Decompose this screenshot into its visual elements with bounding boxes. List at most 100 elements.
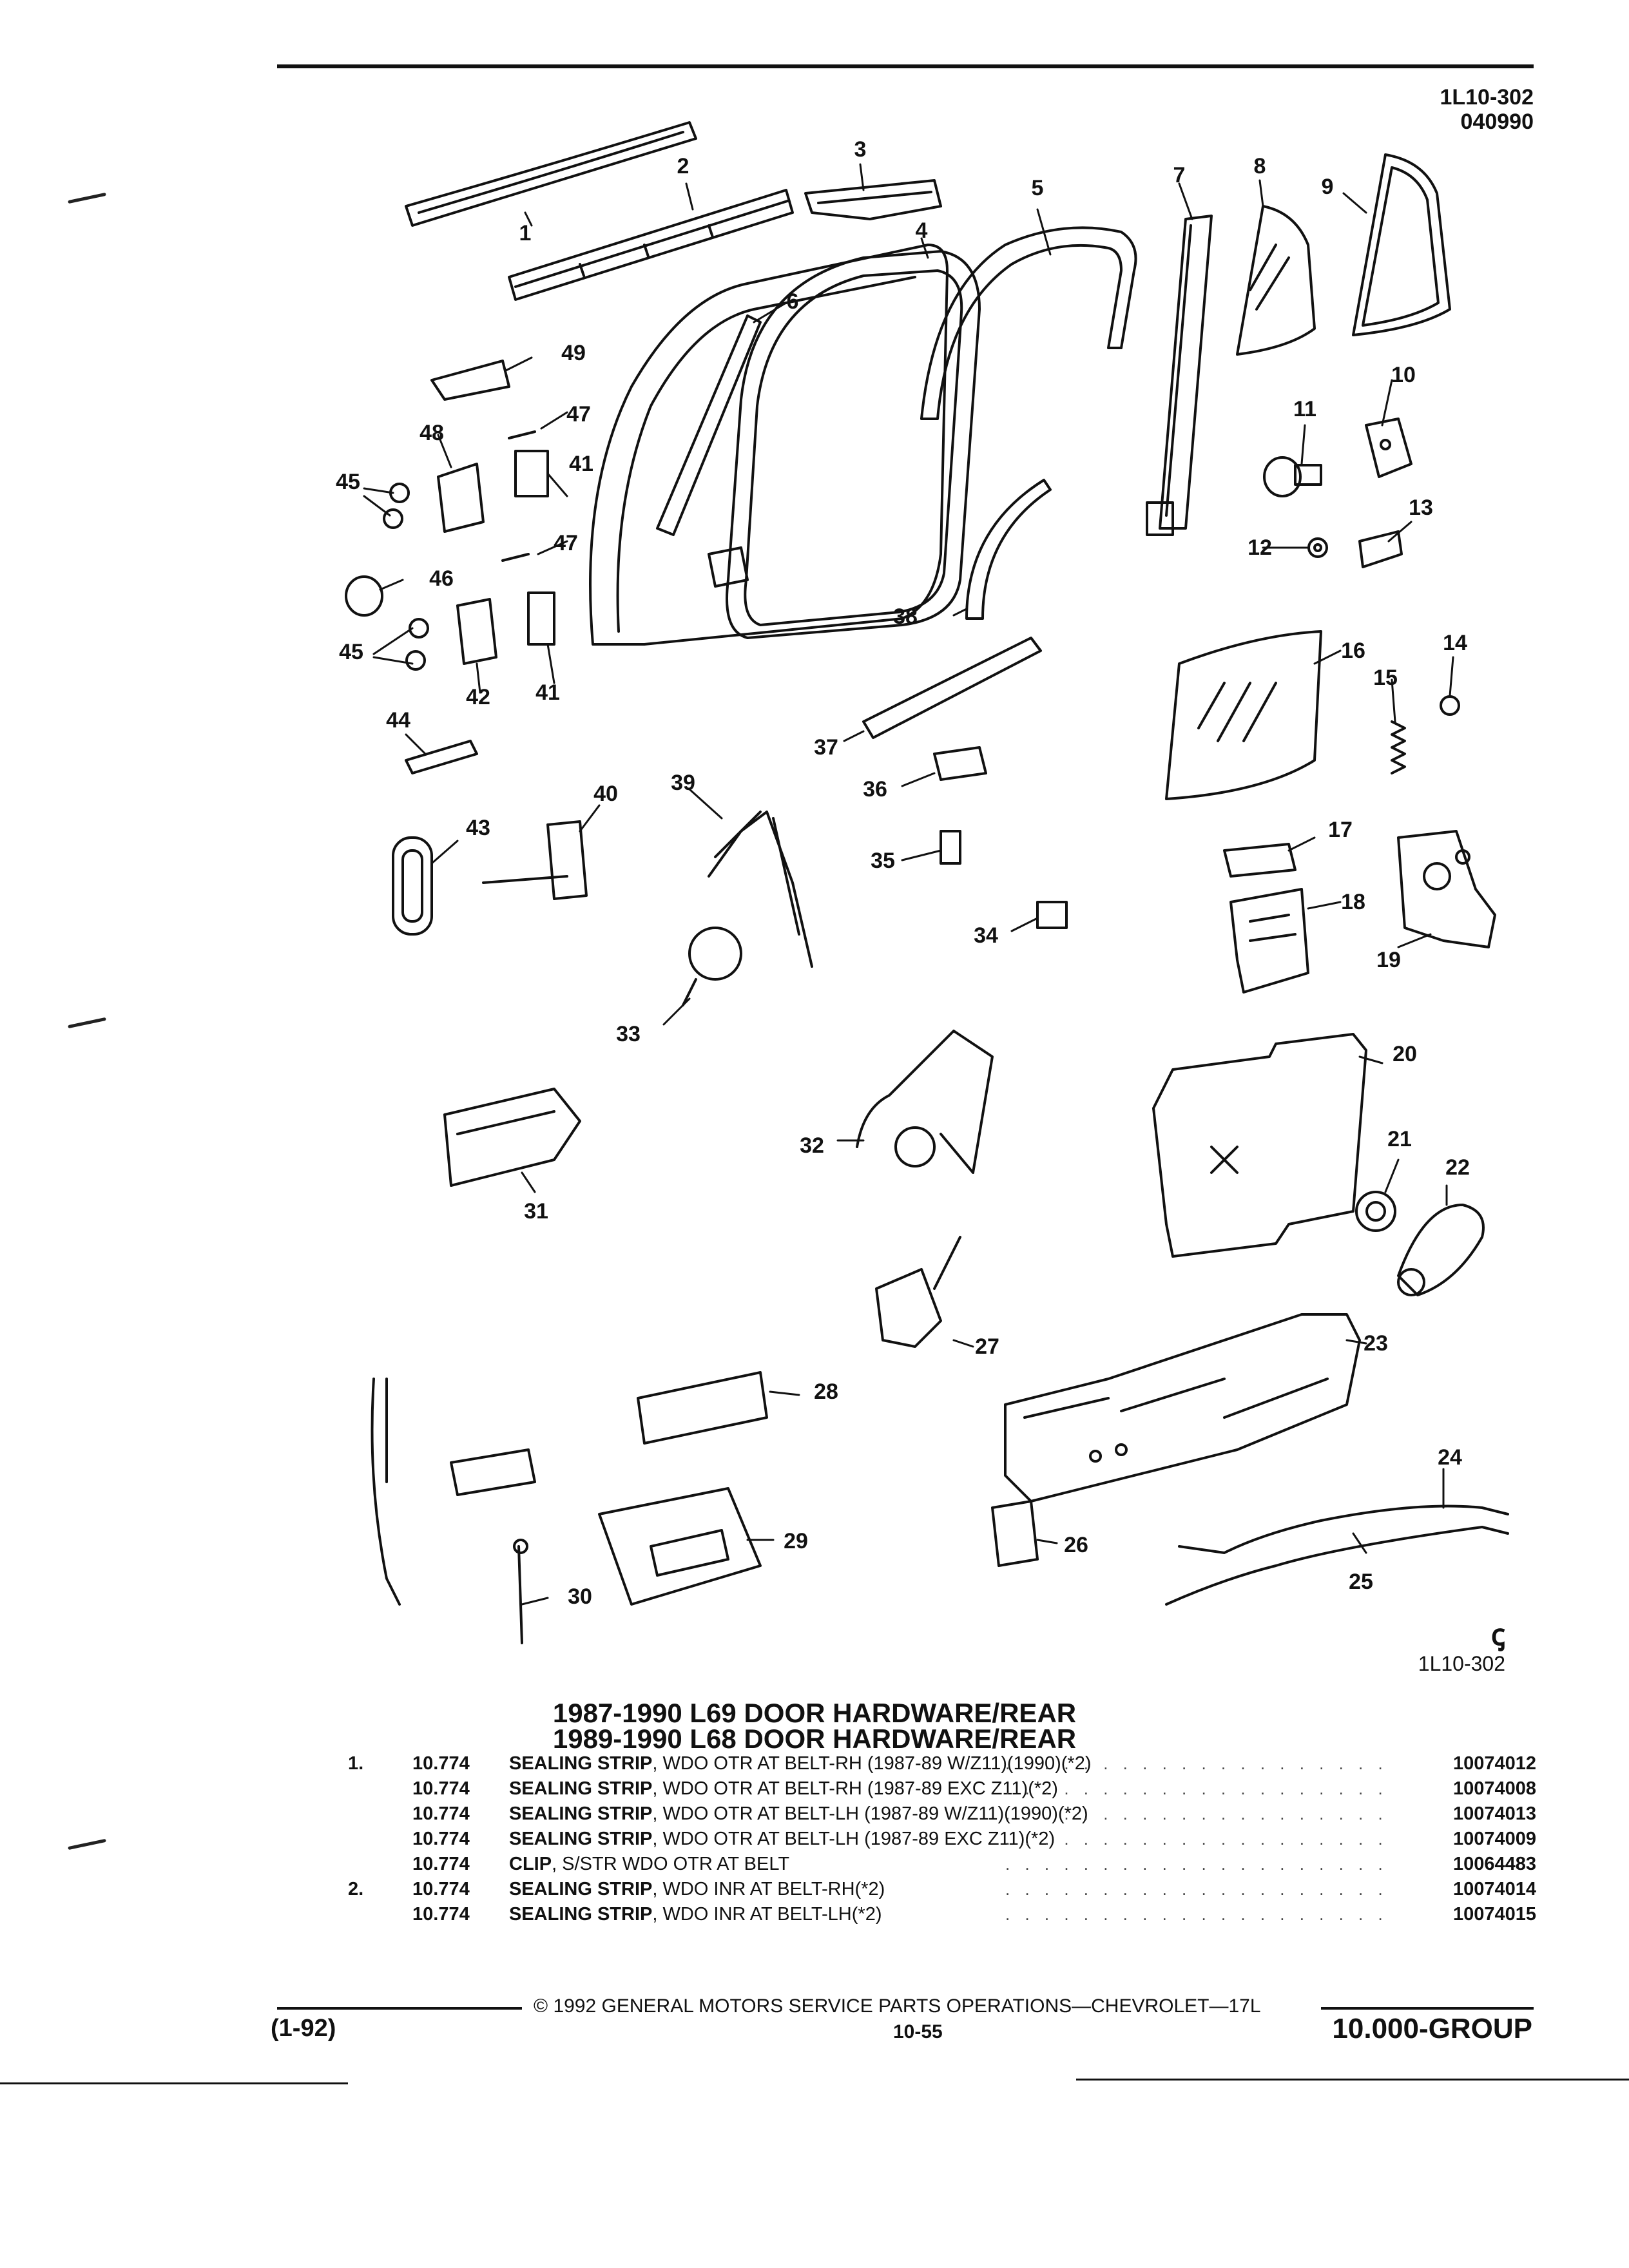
part-17-pad xyxy=(1223,843,1296,878)
callout-41a: 41 xyxy=(569,452,593,476)
part-27-lock-actuator xyxy=(875,1236,961,1348)
callout-36: 36 xyxy=(863,777,887,802)
callout-17: 17 xyxy=(1328,818,1353,842)
group-ref: 10.774 xyxy=(412,1803,470,1824)
callout-8: 8 xyxy=(1253,154,1266,178)
part-desc: , WDO INR AT BELT-RH(*2) xyxy=(652,1879,885,1899)
part-40-check xyxy=(482,820,588,900)
part-4-door-weatherstrip xyxy=(726,250,981,639)
part-41-hinge-upper xyxy=(514,450,549,497)
part-3-trim-strip xyxy=(804,179,942,220)
callout-45b: 45 xyxy=(339,640,363,664)
callout-42: 42 xyxy=(466,685,490,709)
callout-22: 22 xyxy=(1445,1155,1470,1180)
callout-7: 7 xyxy=(1173,163,1186,187)
part-2-sealing-strip-inner xyxy=(508,189,794,301)
leader-lines xyxy=(363,163,1454,1606)
group-ref: 10.774 xyxy=(412,1854,470,1874)
part-36-clip xyxy=(933,746,987,781)
part-6-channel xyxy=(656,314,762,536)
callout-35: 35 xyxy=(871,849,895,873)
parts-row: 10.774 SEALING STRIP, WDO OTR AT BELT-LH… xyxy=(335,1827,1547,1852)
callout-39: 39 xyxy=(671,771,695,795)
door-shell xyxy=(589,244,949,646)
part-number: 10074013 xyxy=(1452,1803,1536,1824)
section-title-1: 1987-1990 L69 DOOR HARDWARE/REAR xyxy=(552,1698,1077,1728)
part-14-clip xyxy=(1440,695,1460,716)
gm-logo-icon: ꞔ xyxy=(1490,1618,1505,1651)
callout-2: 2 xyxy=(677,154,689,178)
callout-44: 44 xyxy=(386,708,410,733)
callout-5: 5 xyxy=(1031,176,1044,200)
footer-rule-left xyxy=(277,2007,522,2010)
top-rule xyxy=(277,64,1534,68)
callout-24: 24 xyxy=(1438,1445,1462,1470)
part-23-trim-panel xyxy=(1004,1313,1361,1503)
callout-38: 38 xyxy=(893,604,918,629)
item-number: 1. xyxy=(348,1753,364,1774)
bottom-scan-line-left xyxy=(0,2082,348,2084)
callout-43: 43 xyxy=(466,816,490,840)
callout-1: 1 xyxy=(519,221,532,245)
part-12-nut xyxy=(1307,537,1328,558)
section-title-2: 1989-1990 L68 DOOR HARDWARE/REAR xyxy=(552,1724,1077,1754)
part-33-power-regulator xyxy=(682,811,813,1006)
part-name: SEALING STRIP xyxy=(509,1803,653,1824)
part-39-regulator-rail xyxy=(714,811,800,936)
part-41-hinge-lower xyxy=(527,591,555,646)
callout-4: 4 xyxy=(915,218,928,243)
callout-23: 23 xyxy=(1364,1331,1388,1356)
part-31-inner-handle xyxy=(443,1088,581,1187)
parts-row: 10.774 SEALING STRIP, WDO INR AT BELT-LH… xyxy=(335,1902,1547,1927)
callout-21: 21 xyxy=(1387,1127,1412,1151)
parts-list: 1. 10.774 SEALING STRIP, WDO OTR AT BELT… xyxy=(335,1751,1547,1927)
callout-46: 46 xyxy=(429,566,454,591)
part-11-bumper xyxy=(1263,456,1322,497)
part-desc: , WDO INR AT BELT-LH(*2) xyxy=(652,1904,882,1925)
part-46-plug xyxy=(345,575,383,617)
part-34-clip xyxy=(1036,901,1068,929)
part-1-sealing-strip-outer xyxy=(405,121,697,227)
part-5-weatherstrip xyxy=(920,226,1137,420)
part-desc: , WDO OTR AT BELT-RH (1987-89 W/Z11)(199… xyxy=(652,1753,1092,1774)
callout-47b: 47 xyxy=(554,531,578,555)
revision-date: (1-92) xyxy=(271,2015,336,2042)
callout-29: 29 xyxy=(784,1529,808,1553)
callout-47a: 47 xyxy=(566,402,591,427)
part-28-bracket xyxy=(637,1371,768,1445)
part-7-run-channel xyxy=(1146,215,1213,536)
part-44-pin xyxy=(405,740,478,774)
quarter-panel xyxy=(371,1378,536,1606)
part-name: SEALING STRIP xyxy=(509,1879,653,1899)
part-desc: , WDO OTR AT BELT-LH (1987-89 EXC Z11)(*… xyxy=(652,1829,1055,1849)
callout-28: 28 xyxy=(814,1379,838,1404)
part-16-door-glass xyxy=(1165,630,1322,800)
part-38-seal xyxy=(965,479,1052,620)
callout-33: 33 xyxy=(616,1022,641,1046)
part-name: SEALING STRIP xyxy=(509,1753,653,1774)
page-number: 10-55 xyxy=(893,2021,943,2042)
callout-27: 27 xyxy=(975,1334,999,1359)
callout-11: 11 xyxy=(1293,397,1316,421)
figure-code-top: 1L10-302 xyxy=(1440,85,1534,110)
part-49-bracket xyxy=(430,360,510,401)
part-number: 10074008 xyxy=(1452,1778,1536,1799)
part-32-regulator xyxy=(856,1030,994,1174)
callout-37: 37 xyxy=(814,735,838,760)
part-9-glass-frame xyxy=(1352,153,1451,336)
callout-16: 16 xyxy=(1341,639,1365,663)
part-26-clip xyxy=(991,1500,1039,1567)
group-ref: 10.774 xyxy=(412,1904,470,1925)
part-48-hinge xyxy=(437,463,485,533)
part-35-clip xyxy=(940,830,961,865)
callout-14: 14 xyxy=(1443,631,1467,655)
part-desc: , S/STR WDO OTR AT BELT xyxy=(552,1854,790,1874)
part-18-latch-plate xyxy=(1229,888,1309,994)
callout-3: 3 xyxy=(854,137,867,162)
item-number: 2. xyxy=(348,1879,364,1899)
part-name: SEALING STRIP xyxy=(509,1778,653,1799)
part-number: 10064483 xyxy=(1452,1854,1536,1874)
part-15-spring xyxy=(1391,720,1406,774)
callout-49: 49 xyxy=(561,341,586,365)
callout-34: 34 xyxy=(974,923,998,948)
